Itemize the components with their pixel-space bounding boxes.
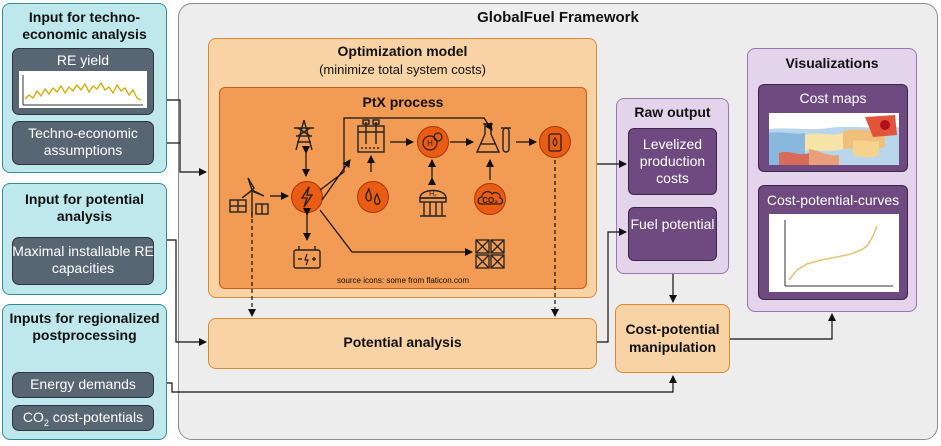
energy-demands-label: Energy demands	[30, 376, 136, 392]
potential-input-title: Input for potential analysis	[25, 191, 144, 224]
optimization-model-subtitle: (minimize total system costs)	[319, 62, 486, 77]
techno-assumptions-label: Techno-economic assumptions	[28, 125, 138, 158]
cost-potential-curve-line	[784, 220, 893, 287]
re-yield-chart	[19, 71, 147, 108]
co2-cost-potentials-card	[12, 405, 154, 431]
byproduct-crate-icon	[475, 239, 505, 269]
co2-icon: CO₂	[474, 183, 506, 215]
visualizations-title: Visualizations	[785, 55, 879, 71]
ptx-source-note: source icons: some from flaticon.com	[336, 276, 470, 285]
svg-text:CO₂: CO₂	[482, 196, 498, 205]
svg-text:H: H	[427, 139, 433, 148]
re-yield-label: RE yield	[56, 52, 110, 68]
water-icon	[357, 181, 389, 213]
re-yield-line	[22, 75, 143, 106]
fuel-potential-card	[628, 207, 717, 261]
battery-icon	[293, 246, 321, 269]
hydrogen-storage-icon: H₂	[419, 189, 447, 217]
fuel-potential-label: Fuel potential	[630, 216, 715, 232]
postproc-input-title: Inputs for regionalized postprocessing	[9, 310, 160, 343]
hydrogen-icon: H	[417, 126, 449, 158]
ptx-process-panel	[219, 87, 587, 289]
cost-potential-curves-label: Cost-potential-curves	[766, 192, 900, 208]
co2-cost-potentials-label: CO2 cost-potentials	[22, 409, 144, 428]
techno-assumptions-card	[12, 121, 154, 165]
cost-potential-manipulation-box	[615, 304, 730, 373]
ptx-process-title: PtX process	[362, 94, 444, 110]
re-capacities-label: Maximal installable RE capacities	[12, 243, 154, 276]
cost-potential-curve-chart	[769, 214, 899, 292]
cost-maps-label: Cost maps	[799, 90, 867, 106]
wind-solar-icon	[229, 177, 269, 218]
levelized-costs-card	[628, 128, 717, 195]
energy-demands-card	[12, 372, 154, 398]
cost-potential-manipulation-label: Cost-potential manipulation	[625, 321, 720, 355]
potential-analysis-box	[208, 318, 597, 369]
potential-analysis-label: Potential analysis	[343, 334, 462, 350]
techno-input-title: Input for techno-economic analysis	[22, 9, 147, 42]
cost-map-heatmap	[769, 113, 899, 165]
raw-output-title: Raw output	[634, 104, 711, 120]
power-pylon-icon	[294, 119, 314, 151]
levelized-costs-label: Levelized production costs	[639, 136, 706, 186]
cost-map-image	[769, 113, 899, 165]
electrolyzer-icon	[357, 119, 385, 153]
framework-title: GlobalFuel Framework	[477, 9, 639, 26]
fuel-icon	[539, 126, 571, 158]
re-capacities-card	[12, 237, 154, 285]
svg-text:H₂: H₂	[429, 191, 437, 198]
optimization-model-title: Optimization model	[337, 43, 468, 59]
